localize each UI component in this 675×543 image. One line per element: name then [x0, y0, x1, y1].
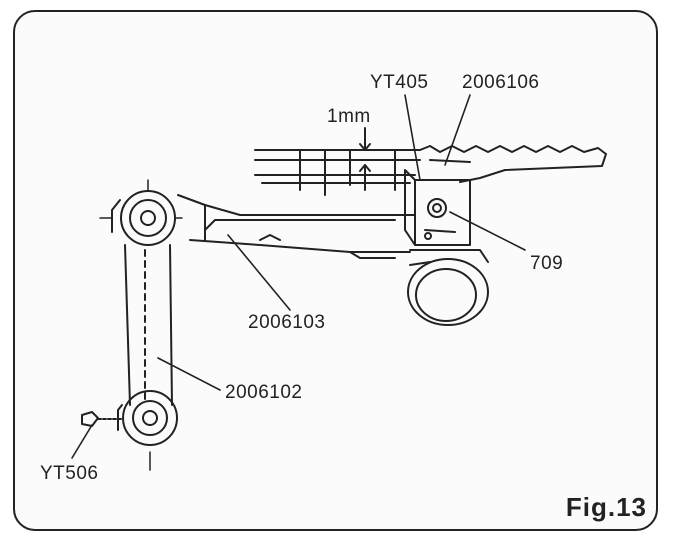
cam	[407, 249, 489, 326]
label-yt405: YT405	[370, 72, 429, 93]
shaft-2006103	[177, 194, 416, 259]
link-2006102	[99, 179, 183, 471]
label-2006106: 2006106	[462, 72, 540, 93]
feed-dog-assembly	[254, 145, 607, 196]
gap-marker	[359, 127, 371, 191]
label-2006103: 2006103	[248, 312, 326, 333]
screw-yt506	[81, 411, 123, 427]
label-yt506: YT506	[40, 463, 99, 484]
leader-lines	[71, 94, 526, 459]
label-1mm: 1mm	[327, 106, 371, 127]
label-709: 709	[530, 253, 564, 274]
feed-bracket	[404, 169, 471, 246]
figure-frame	[13, 10, 658, 531]
figure-caption: Fig.13	[565, 492, 647, 522]
label-2006102: 2006102	[225, 382, 303, 403]
